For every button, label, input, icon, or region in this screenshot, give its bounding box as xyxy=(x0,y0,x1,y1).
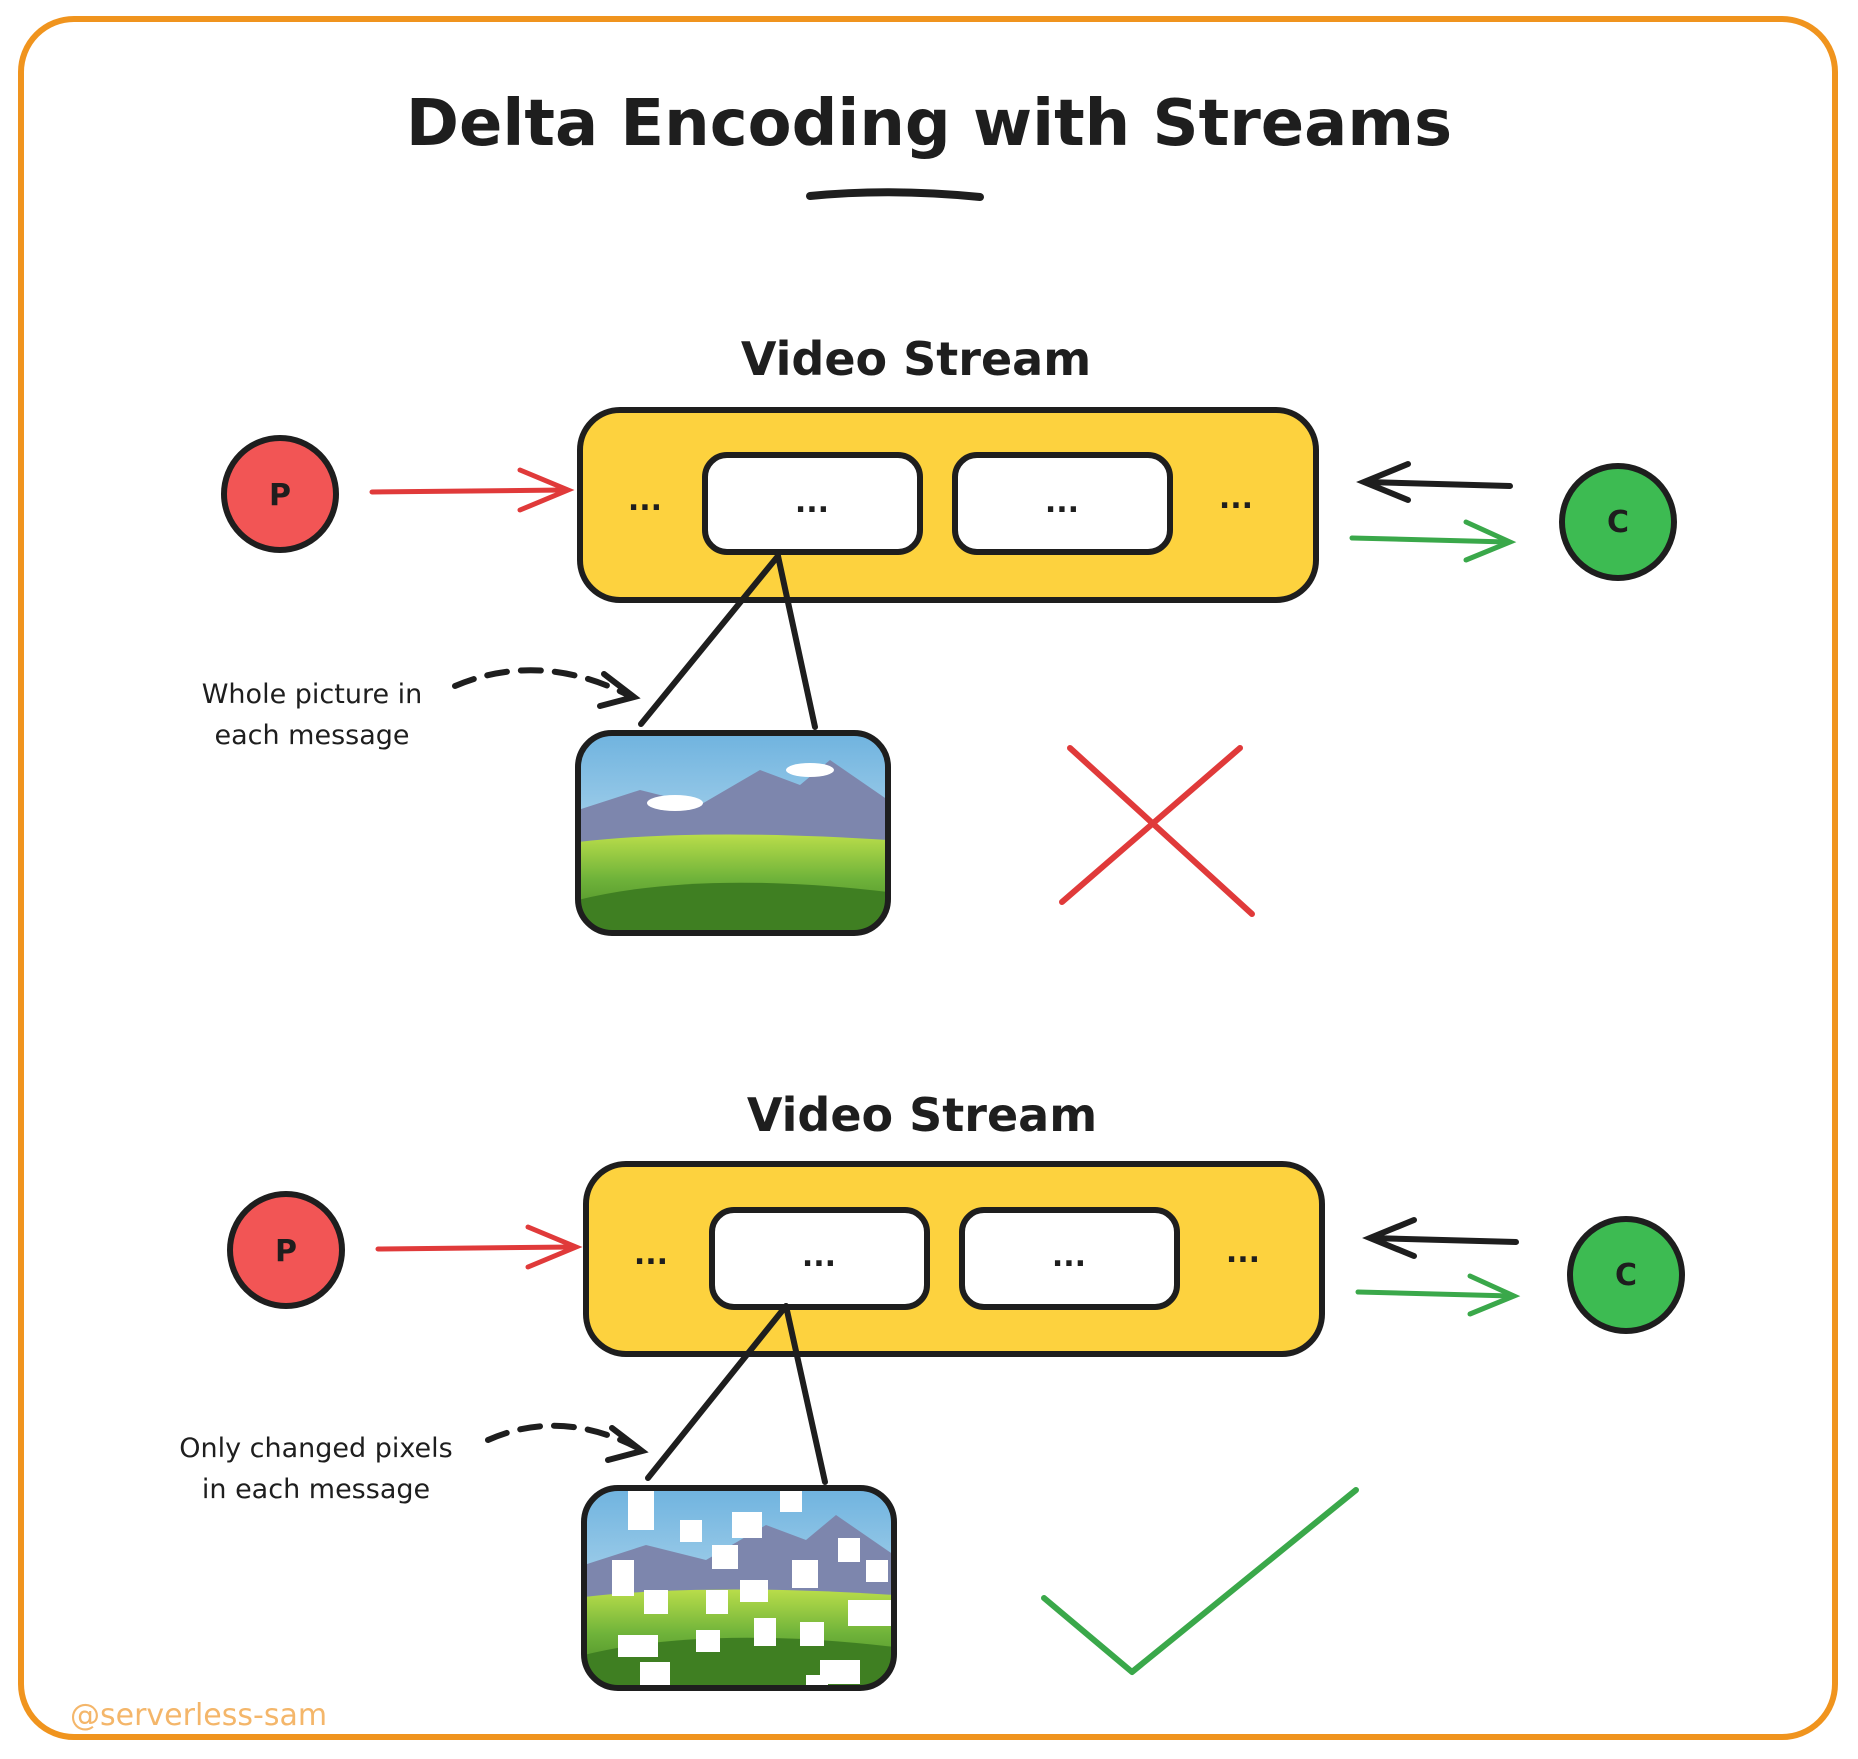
bottom-note-line-2: in each message xyxy=(202,1474,430,1505)
bottom-outer-left-dots: ... xyxy=(634,1237,668,1272)
top-full-picture-image xyxy=(575,730,891,936)
bottom-consumer-node[interactable] xyxy=(1567,1216,1685,1334)
bottom-consumer-poll-arrow xyxy=(1362,1217,1519,1259)
bottom-note-arrow xyxy=(485,1422,649,1463)
diagram-title: Delta Encoding with Streams xyxy=(406,87,1452,161)
top-message-2-dots: ... xyxy=(1045,485,1079,520)
top-outer-left-dots: ... xyxy=(628,483,662,518)
top-message-2[interactable] xyxy=(952,452,1173,555)
top-consumer-receive-arrow xyxy=(1349,519,1517,563)
bottom-message-1[interactable] xyxy=(709,1207,930,1310)
bottom-consumer-label: C xyxy=(1615,1258,1637,1293)
top-connector-right xyxy=(775,553,818,730)
bottom-producer-node[interactable] xyxy=(227,1191,345,1309)
top-connector-left xyxy=(638,553,781,727)
bottom-section: Video Stream ... ... ... ... P C Only ch… xyxy=(179,1088,1685,1691)
check-icon xyxy=(1041,1487,1359,1675)
bottom-stream-label: Video Stream xyxy=(747,1088,1097,1142)
diagram-frame xyxy=(18,16,1838,1740)
top-note-line-1: Whole picture in xyxy=(202,679,423,710)
top-stream-label: Video Stream xyxy=(741,332,1091,386)
bottom-producer-label: P xyxy=(275,1234,297,1269)
bottom-changed-pixels-image xyxy=(581,1485,897,1691)
bottom-outer-right-dots: ... xyxy=(1226,1235,1260,1270)
top-outer-right-dots: ... xyxy=(1219,481,1253,516)
bottom-consumer-receive-arrow xyxy=(1355,1273,1521,1317)
bottom-stream-box xyxy=(583,1161,1325,1357)
bottom-note-line-1: Only changed pixels xyxy=(179,1433,452,1464)
bottom-message-1-dots: ... xyxy=(802,1239,836,1274)
top-consumer-label: C xyxy=(1607,505,1629,540)
top-producer-label: P xyxy=(269,478,291,513)
cross-icon xyxy=(1059,745,1255,917)
bottom-connector-left xyxy=(645,1303,789,1481)
watermark: @serverless-sam xyxy=(70,1698,327,1733)
top-stream-box xyxy=(577,407,1319,603)
bottom-producer-arrow xyxy=(375,1224,583,1270)
top-section: Video Stream ... ... ... ... P C Whole p… xyxy=(202,332,1677,936)
top-consumer-poll-arrow xyxy=(1356,461,1513,503)
top-producer-node[interactable] xyxy=(221,435,339,553)
top-message-1[interactable] xyxy=(702,452,923,555)
bottom-connector-right xyxy=(783,1303,828,1485)
title-underline xyxy=(806,188,984,201)
bottom-message-2-dots: ... xyxy=(1052,1239,1086,1274)
top-note-arrow xyxy=(452,667,641,709)
top-note-line-2: each message xyxy=(214,720,409,751)
top-message-1-dots: ... xyxy=(795,485,829,520)
top-producer-arrow xyxy=(369,467,575,513)
bottom-message-2[interactable] xyxy=(959,1207,1180,1310)
top-consumer-node[interactable] xyxy=(1559,463,1677,581)
